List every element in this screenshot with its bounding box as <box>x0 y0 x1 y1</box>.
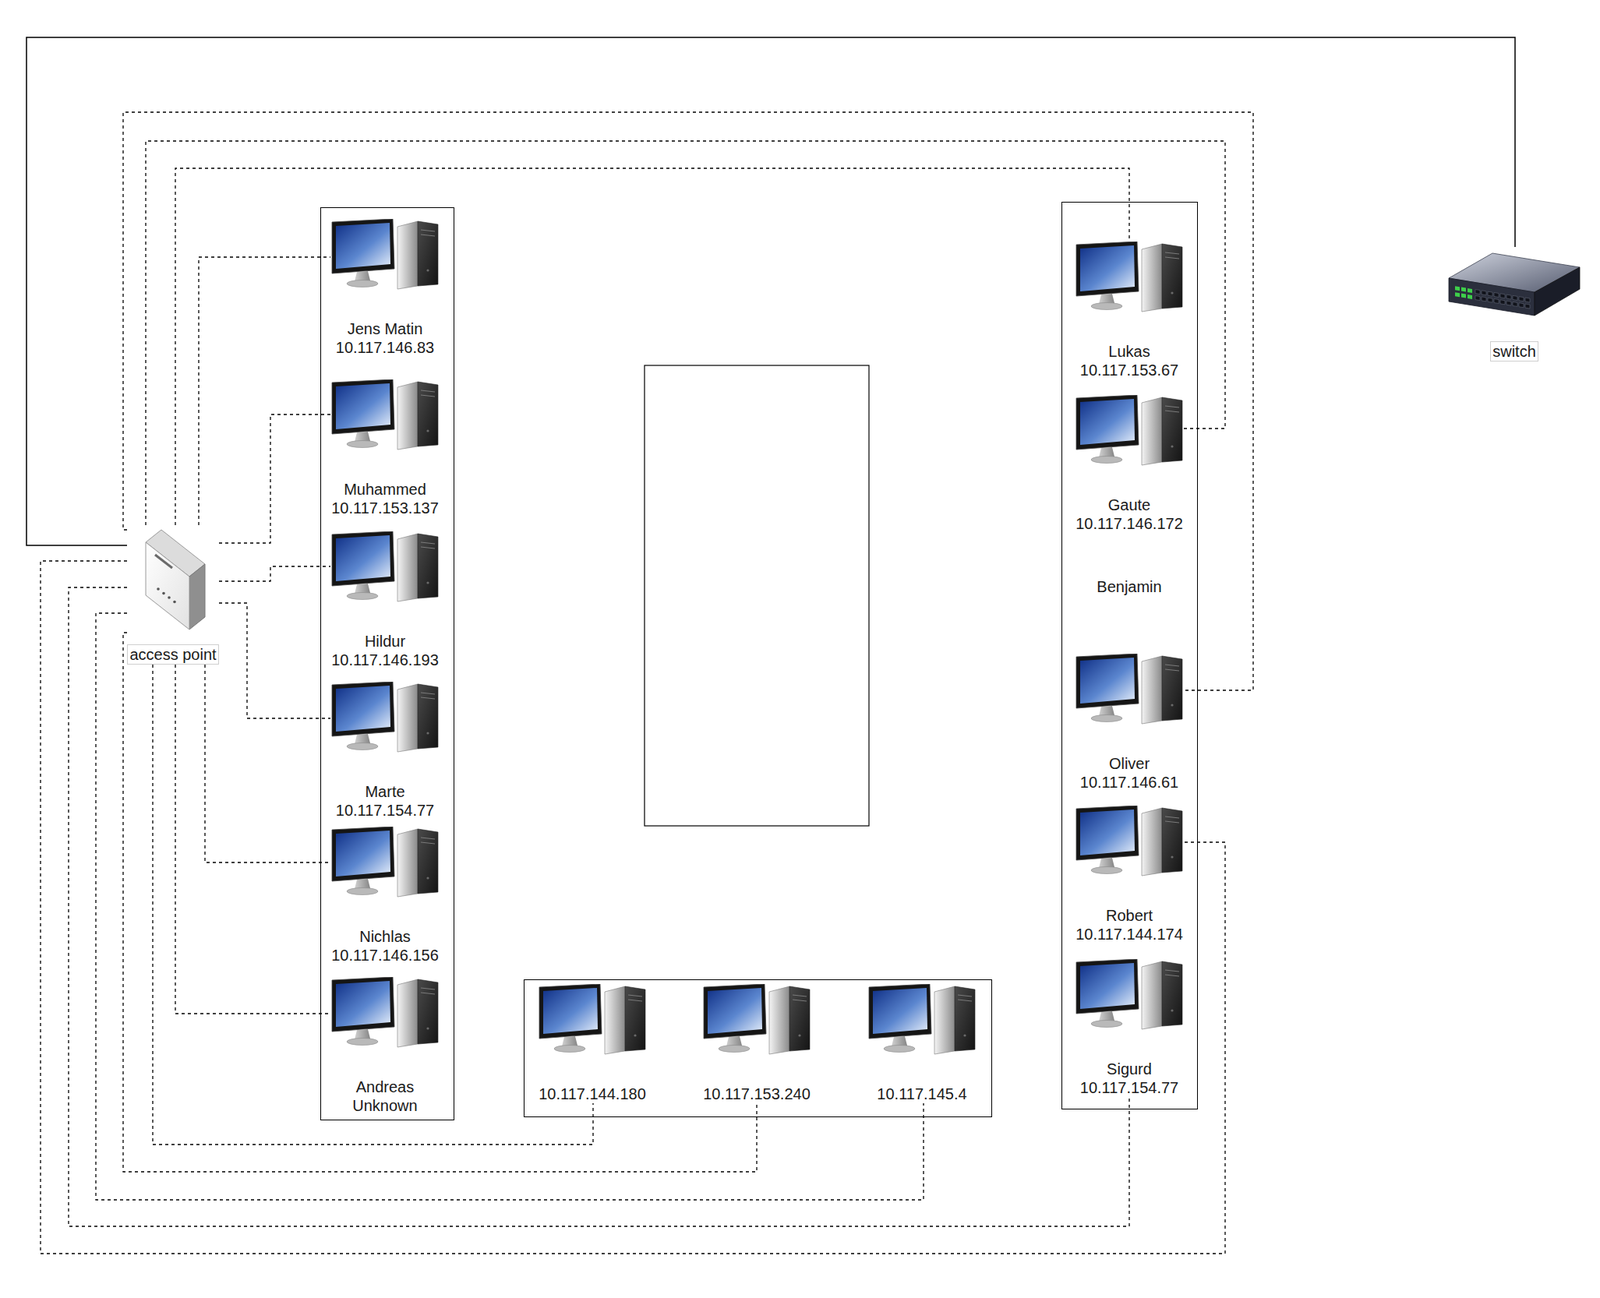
computer-icon <box>702 984 812 1057</box>
computer-icon <box>330 531 440 604</box>
wireless-link <box>218 566 331 582</box>
computer: Robert10.117.144.174 <box>1074 805 1184 944</box>
computer-icon <box>330 681 440 754</box>
wireless-link <box>95 613 924 1201</box>
computer-label: 10.117.145.4 <box>876 1084 967 1104</box>
wireless-link <box>175 664 331 1014</box>
computer-icon <box>1074 959 1184 1032</box>
wireless-link <box>204 664 331 863</box>
free-label: Benjamin <box>1096 577 1162 597</box>
wireless-link <box>68 587 1130 1227</box>
wireless-link <box>198 257 331 526</box>
computer-icon <box>330 379 440 452</box>
wireless-link <box>123 112 1254 691</box>
computer-label: Sigurd <box>1106 1059 1152 1079</box>
computer: Marte10.117.154.77 <box>330 681 440 820</box>
computer-group: 10.117.144.180 10.117.153.240 10.117.145.4 <box>523 979 993 1118</box>
computer-detail: 10.117.146.193 <box>331 650 439 670</box>
computer-label: Hildur <box>364 632 406 651</box>
table-outline <box>644 365 869 827</box>
computer-icon <box>330 218 440 291</box>
computer-icon <box>867 984 977 1057</box>
computer-detail: 10.117.144.174 <box>1075 925 1184 944</box>
computer-detail: 10.117.146.172 <box>1075 514 1184 534</box>
computer-label: Marte <box>364 782 405 802</box>
device-label: switch <box>1490 341 1539 362</box>
computer-label: Andreas <box>356 1077 415 1097</box>
computer-label: Lukas <box>1108 342 1150 361</box>
computer-label: Jens Matin <box>347 319 424 339</box>
computer-detail: 10.117.153.67 <box>1080 360 1179 380</box>
computer-label: 10.117.153.240 <box>702 1084 811 1104</box>
wireless-link <box>175 168 1130 526</box>
computer: Lukas10.117.153.67 <box>1074 241 1184 380</box>
computer-icon <box>537 984 647 1057</box>
computer-detail: 10.117.146.61 <box>1080 773 1179 792</box>
computer-label: Muhammed <box>343 480 427 499</box>
cable-link <box>26 37 1516 546</box>
computer-detail: 10.117.154.77 <box>335 801 435 820</box>
network-switch: switch <box>1447 247 1582 362</box>
computer: Muhammed10.117.153.137 <box>330 379 440 518</box>
computer: 10.117.145.4 <box>867 984 977 1104</box>
computer-label: Nichlas <box>359 927 411 947</box>
computer-label: 10.117.144.180 <box>538 1084 647 1104</box>
computer: Nichlas10.117.146.156 <box>330 826 440 965</box>
computer-label: Oliver <box>1109 754 1150 774</box>
wireless-link <box>152 664 594 1145</box>
computer-icon <box>1074 241 1184 314</box>
computer: AndreasUnknown <box>330 977 440 1116</box>
device-label: access point <box>127 644 219 665</box>
computer: Hildur10.117.146.193 <box>330 531 440 670</box>
computer-label: Gaute <box>1108 495 1151 515</box>
computer-icon <box>330 977 440 1050</box>
wireless-link <box>145 141 1226 526</box>
wireless-link <box>40 561 1226 1254</box>
wireless-link <box>218 414 331 544</box>
computer-group: Lukas10.117.153.67Gaute10.117.146.172Oli… <box>1061 201 1198 1110</box>
computer-icon <box>1074 395 1184 467</box>
computer: Sigurd10.117.154.77 <box>1074 959 1184 1098</box>
computer-detail: 10.117.153.137 <box>331 498 439 518</box>
computer: Jens Matin10.117.146.83 <box>330 218 440 357</box>
computer-icon <box>330 826 440 899</box>
wireless-link <box>218 603 331 719</box>
access-point: access point <box>127 525 219 665</box>
computer-icon <box>1074 805 1184 878</box>
computer-label: Robert <box>1105 906 1153 926</box>
computer-detail: 10.117.154.77 <box>1080 1078 1179 1098</box>
computer-group: Jens Matin10.117.146.83Muhammed10.117.15… <box>320 207 455 1121</box>
computer-detail: 10.117.146.156 <box>331 946 439 965</box>
access-point-icon <box>137 525 209 633</box>
computer: Gaute10.117.146.172 <box>1074 395 1184 534</box>
switch-icon <box>1447 247 1582 322</box>
computer-detail: Unknown <box>352 1096 417 1116</box>
computer: Oliver10.117.146.61 <box>1074 653 1184 792</box>
computer-detail: 10.117.146.83 <box>335 338 435 357</box>
computer-icon <box>1074 653 1184 726</box>
computer: 10.117.153.240 <box>702 984 812 1104</box>
computer: 10.117.144.180 <box>537 984 647 1104</box>
wireless-link <box>123 632 757 1173</box>
